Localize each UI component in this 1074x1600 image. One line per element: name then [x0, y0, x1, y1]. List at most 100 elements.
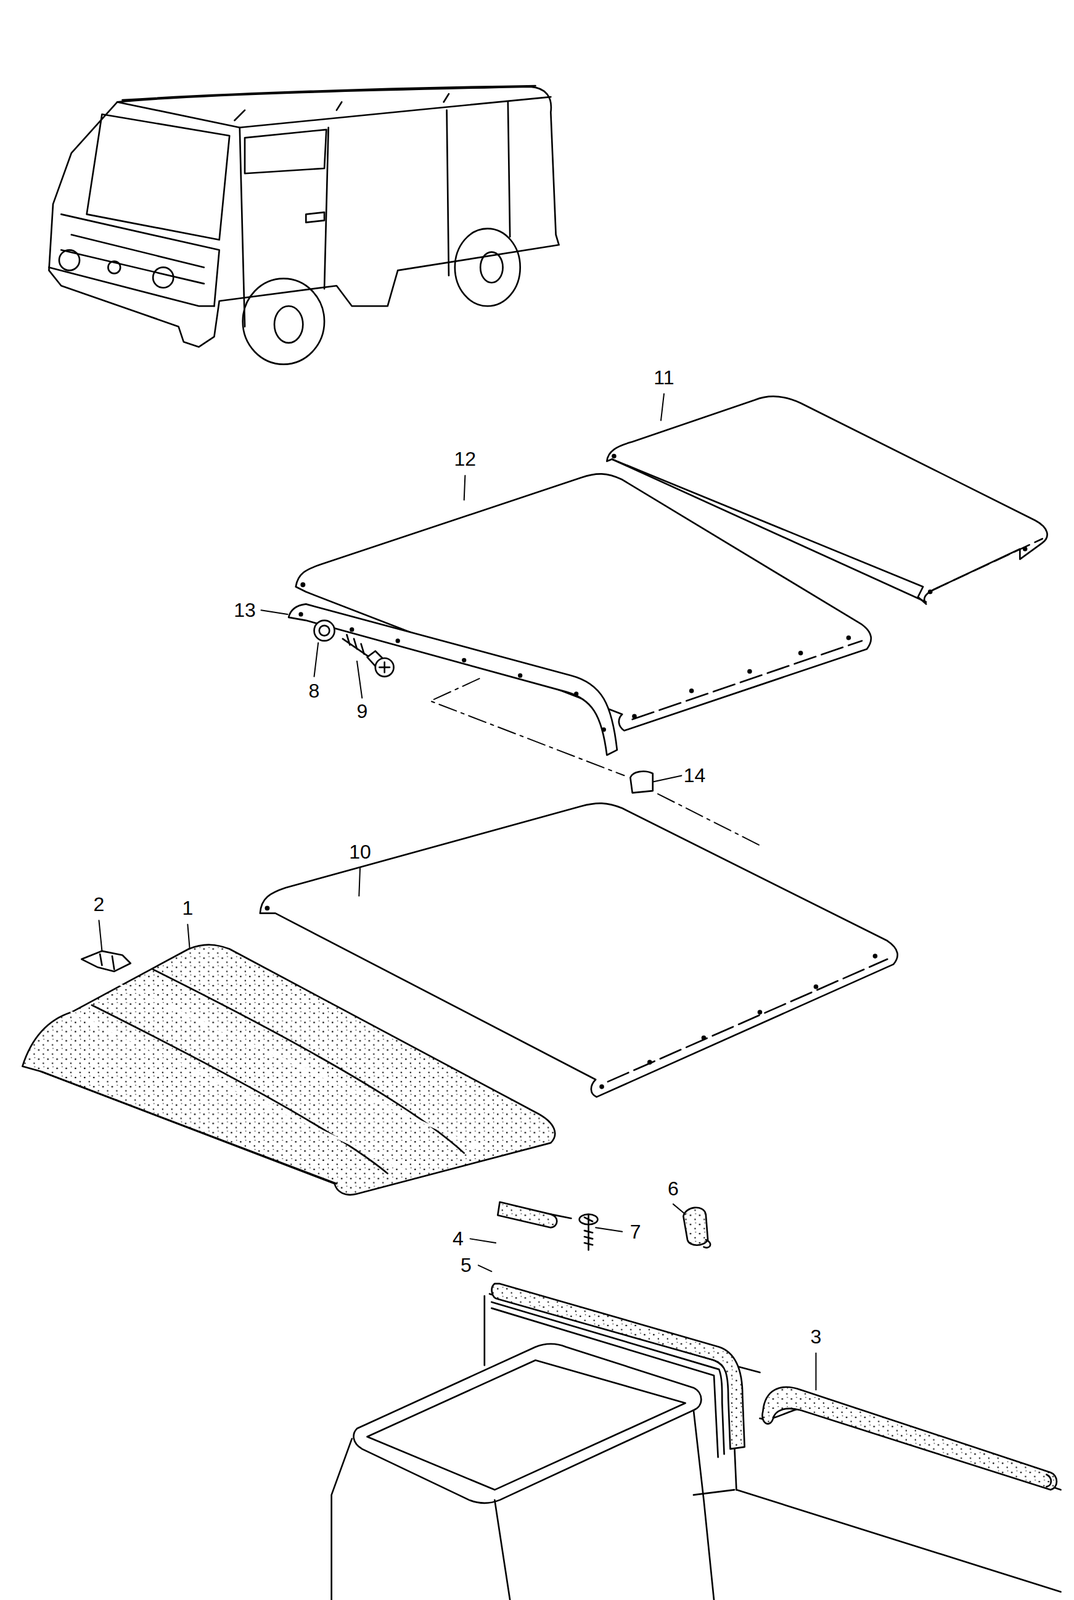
headliner — [40, 1070, 337, 1184]
trim-strip — [396, 639, 400, 643]
trim-section — [497, 1201, 571, 1227]
van-outline — [274, 305, 303, 343]
screw — [346, 634, 364, 654]
roof-panel — [799, 651, 803, 655]
van-outline — [234, 93, 449, 121]
wheel-housing — [483, 1295, 486, 1365]
roof-panel — [747, 669, 751, 673]
leader-line — [261, 609, 288, 615]
callout-number: 5 — [458, 1254, 474, 1275]
van-outline — [86, 114, 230, 240]
leader-line — [98, 393, 816, 1390]
trim-strip — [299, 612, 303, 616]
roof-panel — [847, 635, 851, 639]
leader-line — [660, 393, 665, 421]
leader-line — [673, 1203, 686, 1214]
roof-panel — [301, 582, 305, 586]
seal-strip — [491, 1307, 718, 1457]
headliner — [71, 983, 480, 1171]
trim-strip — [574, 692, 578, 696]
van-outline — [122, 85, 536, 100]
callout-number: 4 — [450, 1227, 466, 1249]
callout-number: 1 — [180, 897, 195, 919]
trim-strip — [602, 728, 606, 732]
van-outline — [455, 228, 521, 307]
van-outline — [324, 127, 329, 289]
trim-strip — [518, 673, 522, 677]
trim-strip — [288, 603, 618, 755]
roof-panel — [600, 1084, 604, 1088]
seal-strip — [762, 1386, 1057, 1489]
seal-strip — [1046, 1474, 1051, 1487]
wheel-housing — [353, 1343, 702, 1503]
trim-section — [497, 1201, 557, 1227]
washer — [319, 625, 330, 636]
leader-line — [653, 774, 682, 782]
van-outline — [508, 101, 510, 237]
headliner — [91, 1004, 388, 1174]
end-cap — [630, 771, 653, 793]
callout-number: 2 — [91, 893, 107, 915]
screw — [342, 634, 394, 677]
van-outline — [239, 96, 552, 128]
screw — [375, 657, 394, 677]
van-outline — [305, 212, 325, 223]
leader-line — [470, 1237, 496, 1243]
wheel-housing — [693, 1488, 735, 1494]
screw — [579, 1213, 599, 1250]
trim-strip — [462, 658, 466, 662]
screw — [379, 662, 390, 673]
van-outline — [71, 234, 205, 267]
seal-strip — [762, 1386, 1057, 1489]
washer — [314, 620, 335, 641]
leader-line — [187, 924, 190, 949]
van-outline — [48, 85, 559, 365]
callout-number: 13 — [231, 599, 258, 621]
callout-number: 8 — [307, 680, 322, 701]
van-outline — [242, 278, 325, 365]
clip — [683, 1207, 708, 1245]
seal-strip — [491, 1283, 745, 1457]
roof-panel — [647, 1060, 652, 1064]
leader-line — [358, 868, 361, 896]
van-outline — [152, 266, 174, 288]
callout-number: 12 — [452, 448, 479, 470]
end-cap — [630, 771, 653, 793]
leader-line — [464, 475, 466, 501]
van-outline — [61, 213, 219, 306]
roof-panel — [758, 1010, 762, 1014]
callout-number: 11 — [651, 366, 676, 388]
screw — [584, 1214, 593, 1223]
roof-panel — [612, 454, 616, 458]
roof-panel — [265, 906, 269, 910]
wheel-housing — [367, 1359, 686, 1489]
assembly-line — [430, 678, 624, 775]
van-outline — [107, 261, 121, 274]
screw — [584, 1229, 593, 1245]
van-outline — [446, 110, 449, 276]
screw — [579, 1213, 599, 1225]
roof-panel — [1023, 547, 1027, 551]
wheel-housing — [494, 1499, 510, 1600]
seal-strip — [491, 1301, 724, 1454]
leader-line — [595, 1226, 623, 1232]
clip — [683, 1207, 711, 1248]
leader-line — [815, 1352, 817, 1390]
callout-number: 9 — [354, 700, 370, 722]
roof-panel — [933, 538, 1043, 590]
leader-line — [478, 1264, 492, 1271]
van-outline — [480, 252, 503, 283]
van-outline — [48, 86, 559, 348]
roof-panel — [632, 640, 862, 719]
trim-section — [550, 1213, 571, 1219]
roof-panel — [607, 958, 888, 1082]
callout-number: 6 — [665, 1177, 681, 1199]
headliner — [22, 944, 555, 1195]
wheel-housing — [736, 1488, 1061, 1591]
van-outline — [48, 266, 214, 306]
van-outline — [61, 249, 205, 284]
clip — [81, 950, 131, 972]
headliner — [22, 944, 555, 1195]
roof-panel — [873, 954, 877, 958]
